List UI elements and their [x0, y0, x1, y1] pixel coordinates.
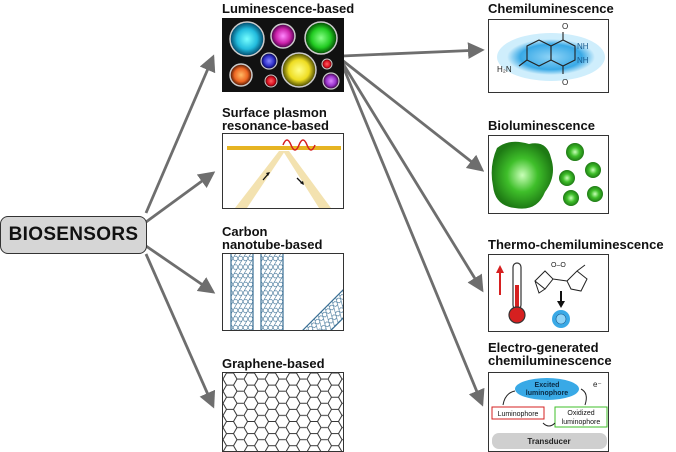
label-chemiluminescence: Chemiluminescence [488, 1, 614, 16]
transducer-label: Transducer [527, 437, 570, 446]
biosensors-root: BIOSENSORS [0, 216, 147, 254]
panel-thermo: O–O [488, 254, 609, 332]
label-bioluminescence: Bioluminescence [488, 118, 595, 133]
panel-luminescence [222, 18, 344, 92]
luminescent-droplets [229, 21, 340, 90]
transducer-bar [492, 433, 607, 449]
arrow-to-spr [145, 171, 216, 224]
luminol-molecule: O O NH NH H₂N [497, 22, 605, 87]
excited-line2: luminophore [526, 390, 568, 397]
graphene-lattice [223, 373, 343, 451]
panel-nanotube [222, 253, 344, 331]
panel-bioluminescence [488, 135, 609, 214]
excited-line1: Excited [535, 382, 560, 389]
oxygen-top: O [562, 22, 568, 31]
excited-luminophore-badge [515, 378, 579, 400]
amine-group: H₂N [497, 65, 512, 74]
oxidized-line2: luminophore [562, 419, 601, 426]
panel-chemiluminescence: O O NH NH H₂N [488, 19, 609, 93]
panel-graphene [222, 372, 344, 452]
thermo-illustration: O–O [496, 262, 588, 328]
arrow-to-ecl [340, 63, 485, 407]
oxygen-bottom: O [562, 78, 568, 87]
luminophore-label: Luminophore [498, 411, 539, 418]
electron-label: e⁻ [593, 380, 602, 389]
luminophore-box [491, 406, 545, 420]
label-graphene: Graphene-based [222, 356, 325, 371]
arrow-to-thermo [340, 61, 484, 293]
nanotube-illustration [230, 254, 343, 330]
spr-illustration [227, 139, 341, 208]
panel-ecl: Excited luminophore Luminophore Oxidized… [488, 372, 609, 452]
arrow-to-bioluminescence [341, 58, 485, 172]
ecl-cycle: Excited luminophore Luminophore Oxidized… [491, 378, 608, 449]
panel-spr [222, 133, 344, 209]
nh-bottom: NH [577, 56, 589, 65]
oxidized-line1: Oxidized [567, 410, 594, 417]
arrow-to-graphene [144, 253, 216, 409]
nh-top: NH [577, 42, 589, 51]
arrow-to-nanotube [145, 244, 216, 294]
arrow-to-chemiluminescence [341, 42, 485, 59]
peroxide-label: O–O [551, 262, 566, 269]
arrow-to-luminescence [144, 54, 216, 214]
label-luminescence: Luminescence-based [222, 1, 355, 16]
bioluminescent-proteins [491, 141, 603, 209]
oxidized-box [554, 406, 608, 428]
label-thermo: Thermo-chemiluminescence [488, 237, 664, 252]
